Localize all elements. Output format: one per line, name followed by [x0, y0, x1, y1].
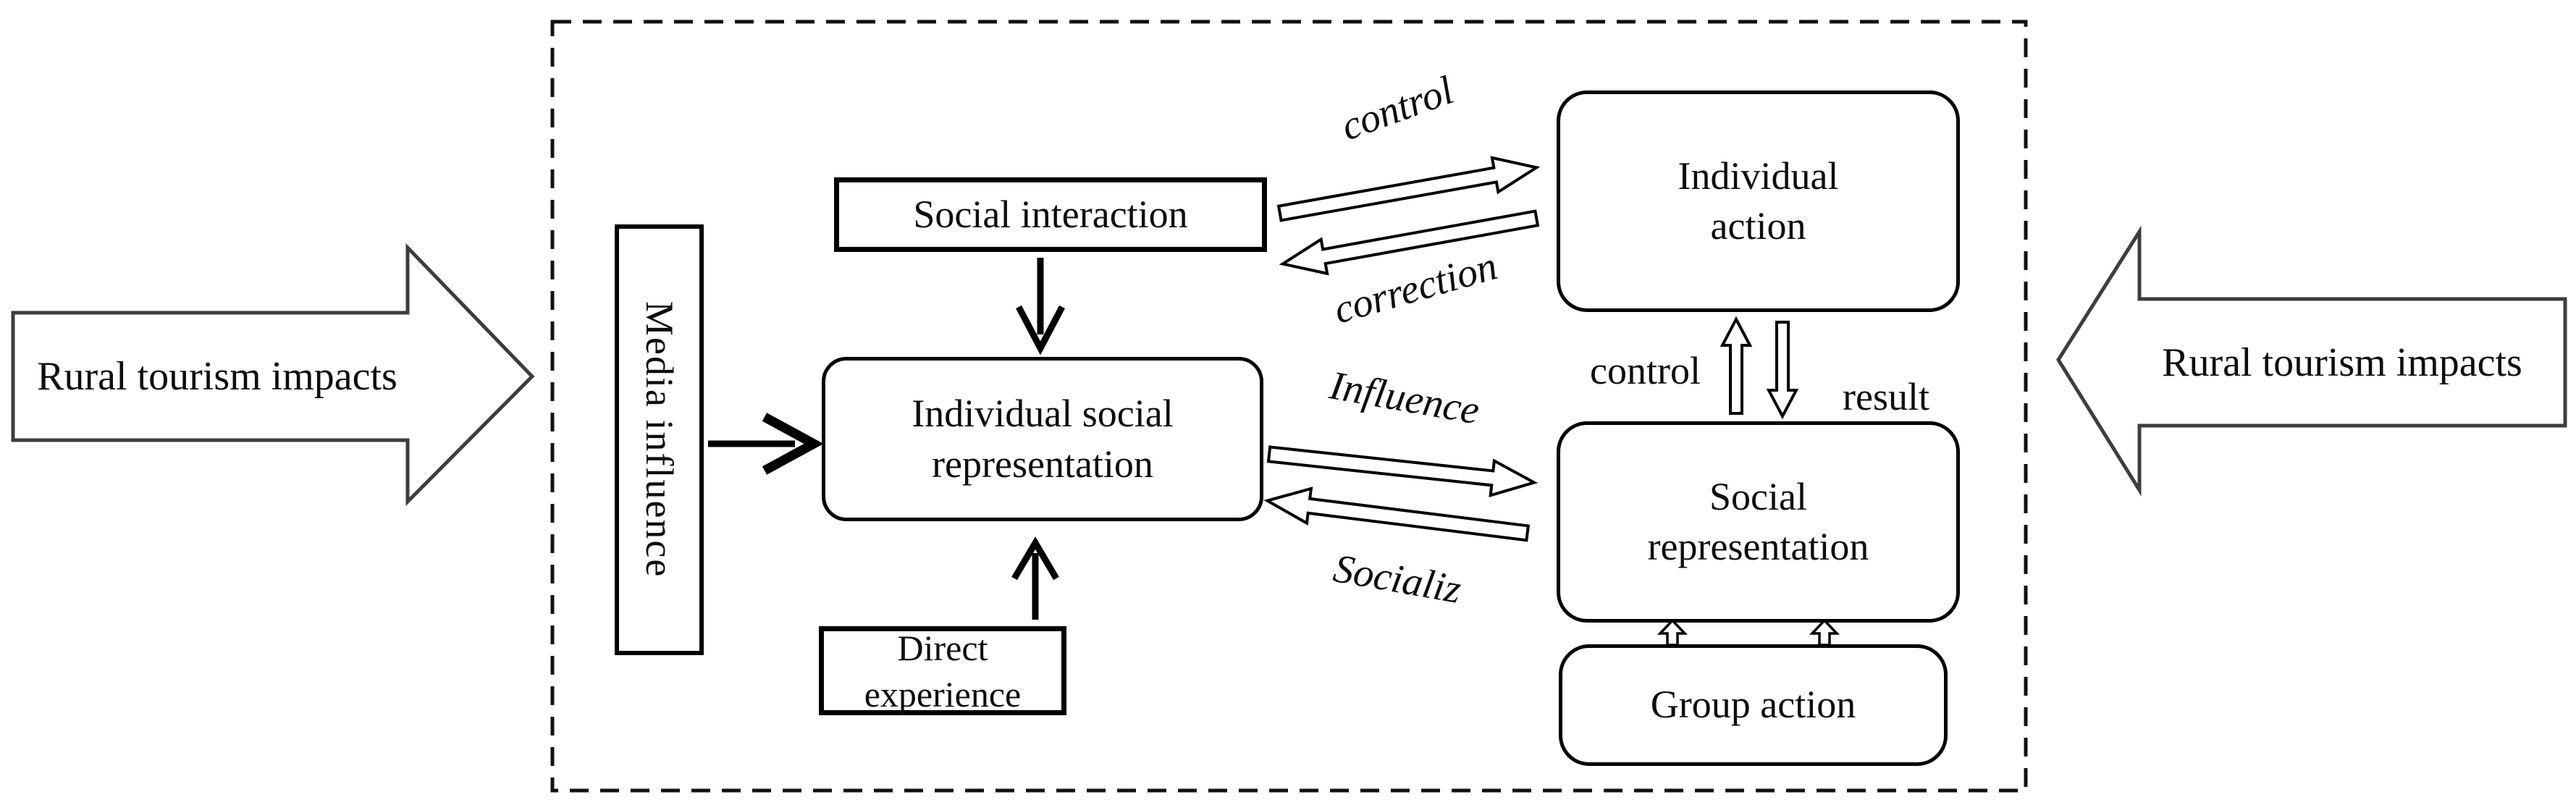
node-individual-action: Individual action	[1557, 90, 1960, 312]
individual-action-label-line1: Individual	[1678, 153, 1839, 198]
edge-label-control-mid: control	[1590, 349, 1701, 392]
social-representation-label-line1: Social	[1709, 474, 1807, 518]
node-group-action: Group action	[1559, 644, 1948, 766]
isr-label-line2: representation	[932, 442, 1153, 486]
node-social-interaction: Social interaction	[834, 177, 1267, 252]
correction-arrow	[1279, 209, 1540, 276]
dashed-boundary-frame	[550, 20, 2028, 793]
node-media-influence: Media influence	[615, 224, 704, 655]
group-to-social-rep-arrow-left	[1657, 618, 1688, 646]
influence-arrow	[1266, 445, 1539, 498]
control-top-arrow	[1276, 156, 1541, 222]
result-down-arrow	[1766, 321, 1799, 420]
node-individual-social-representation: Individual social representation	[822, 357, 1263, 521]
edge-label-result: result	[1843, 375, 1929, 418]
node-direct-experience: Direct experience	[819, 626, 1066, 715]
group-to-social-rep-arrow-right	[1809, 618, 1840, 646]
left-banner-arrow-shape	[11, 243, 535, 507]
left-banner-label: Rural tourism impacts	[37, 354, 397, 399]
right-banner-arrow-shape	[2056, 225, 2567, 497]
social-representation-label-line2: representation	[1647, 525, 1869, 568]
individual-action-label-line2: action	[1710, 204, 1806, 248]
direct-experience-to-isr-arrow	[1011, 536, 1059, 620]
socializ-arrow	[1263, 486, 1531, 542]
control-mid-up-arrow	[1720, 316, 1753, 415]
isr-label-line1: Individual social	[912, 392, 1174, 436]
social-interaction-to-isr-arrow	[1016, 258, 1065, 355]
node-social-representation: Social representation	[1557, 421, 1960, 623]
media-to-isr-arrow	[708, 413, 824, 475]
right-banner-label: Rural tourism impacts	[2162, 340, 2522, 385]
